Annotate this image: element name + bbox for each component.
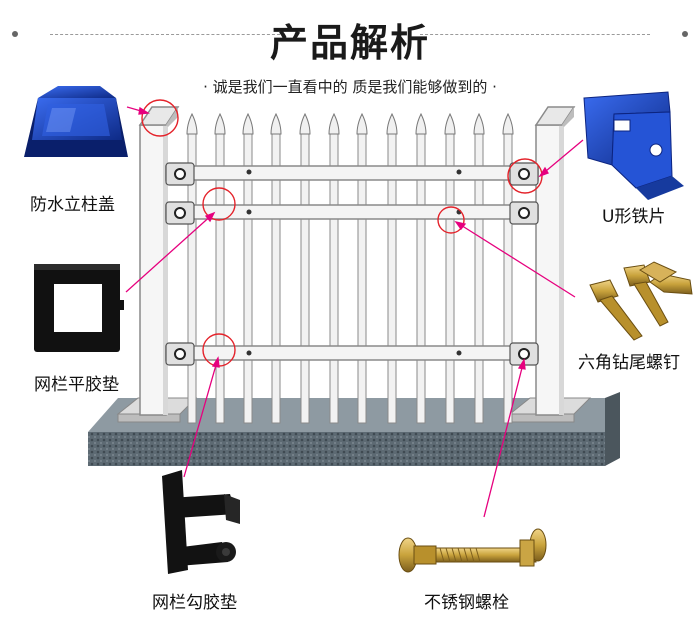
fence-picket-tip — [386, 112, 398, 135]
hook-rubber-gasket-icon — [162, 470, 240, 574]
title-left-divider — [50, 34, 280, 35]
waterproof-post-cap-icon — [24, 86, 128, 157]
flat-gasket-label: 网栏平胶垫 — [34, 375, 119, 395]
flat-gasket-callout-circle — [202, 187, 236, 221]
fence-pickets — [186, 112, 514, 424]
screw-callout-circle — [437, 206, 465, 234]
fence-picket-tip — [415, 112, 427, 135]
cap-callout-circle — [141, 99, 179, 137]
fence-picket-tip — [186, 112, 198, 135]
title-right-dot — [682, 31, 688, 37]
fence-post — [138, 106, 576, 416]
hex-self-drilling-screw-icon — [589, 261, 693, 341]
page-subtitle: · 诚是我们一直看中的 质是我们能够做到的 · — [203, 78, 497, 96]
fence-rail — [165, 165, 539, 361]
u-bracket-label: U形铁片 — [602, 207, 666, 227]
fence-picket-tip — [242, 112, 254, 135]
fence-picket-tip — [299, 112, 311, 135]
fence-picket-tip — [356, 112, 368, 135]
page-title: 产品解析 — [269, 21, 430, 65]
hex-screw-label: 六角钻尾螺钉 — [578, 353, 680, 373]
title-right-divider — [420, 34, 650, 35]
waterproof-post-cap-label: 防水立柱盖 — [30, 195, 115, 215]
fence-picket-tip — [473, 112, 485, 135]
hook-gasket-label: 网栏勾胶垫 — [152, 593, 237, 613]
stainless-steel-bolt-icon — [398, 528, 547, 573]
rail-end-bracket — [165, 162, 539, 366]
fence-picket-tip — [214, 112, 226, 135]
title-left-dot — [12, 31, 18, 37]
fence-picket-tip — [444, 112, 456, 135]
u-bracket-callout-circle — [507, 158, 543, 194]
stainless-bolt-label: 不锈钢螺栓 — [424, 593, 509, 613]
fence-picket-tip — [502, 112, 514, 135]
u-shaped-iron-bracket-icon — [583, 91, 684, 200]
flat-rubber-gasket-icon — [34, 264, 124, 352]
fence-picket-tip — [328, 112, 340, 135]
fence-picket-tip — [270, 112, 282, 135]
callout-lines — [125, 106, 584, 518]
